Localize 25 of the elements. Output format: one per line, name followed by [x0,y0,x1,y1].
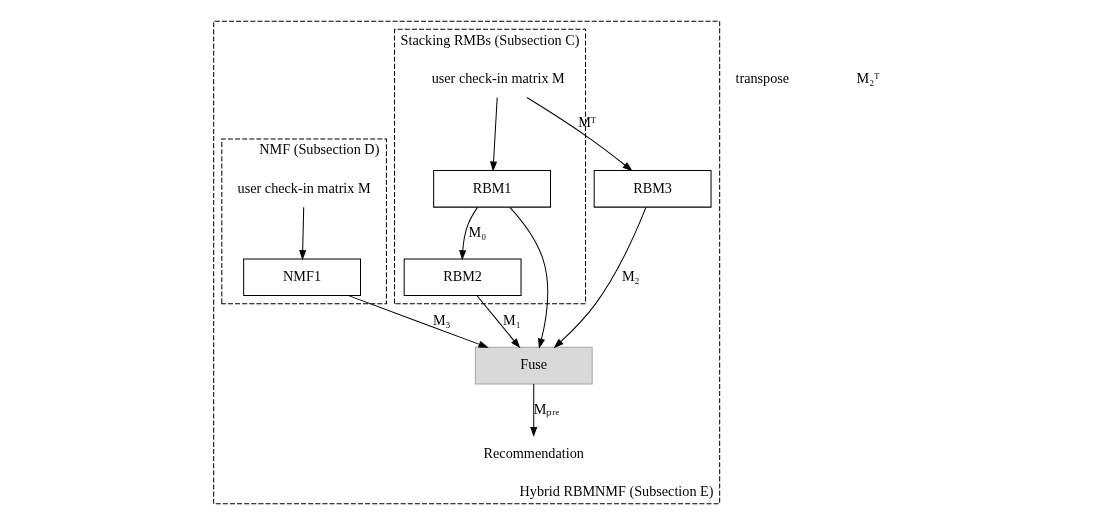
node-box: RBM1 [432,169,551,208]
node-box: RBM3 [593,169,712,208]
edge-label: Mₚᵣₑ [533,400,559,417]
edge-label: M₀ [468,223,486,240]
label: transpose [734,69,789,86]
arrow [347,294,489,348]
label: M₂ᵀ [856,69,879,86]
edge-label: M₁ [502,311,521,328]
arrow [476,294,520,348]
node-text: Recommendation [483,444,584,461]
edge-label: Mᵀ [577,113,596,130]
node-text: user check-in matrix M [431,69,565,86]
node-box: RBM2 [403,257,522,296]
node-box: NMF1 [242,257,361,296]
arrow [525,96,633,171]
arrow [298,206,306,260]
node-box: Fuse [474,346,593,384]
arrow [508,206,548,349]
arrow [489,96,498,172]
node-text: user check-in matrix M [237,179,371,196]
arrow [529,383,537,437]
edge-label: M₂ [621,267,640,284]
arrow [553,206,646,348]
arrow [458,206,478,260]
edge-label: M₃ [432,311,451,328]
